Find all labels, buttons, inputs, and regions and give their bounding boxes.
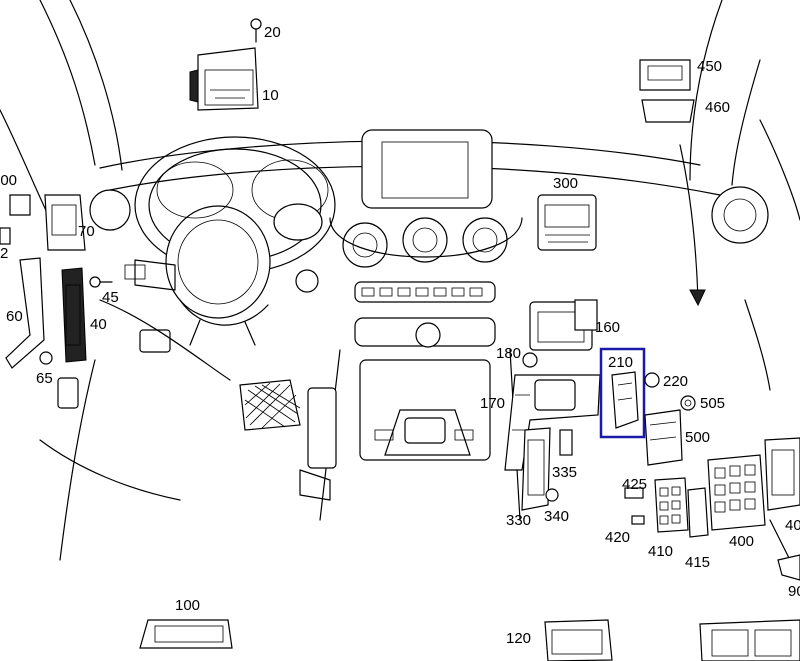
- pedals: [99, 259, 337, 501]
- callout-420: 420: [605, 529, 630, 546]
- callout-330: 330: [506, 512, 531, 529]
- callout-340: 340: [544, 508, 569, 525]
- callout-2: 2: [0, 245, 8, 262]
- callout-900: 900: [0, 172, 17, 189]
- center-display: [361, 129, 493, 209]
- module-500: [644, 409, 683, 466]
- callout-460: 460: [705, 99, 730, 116]
- center-console: [319, 281, 521, 521]
- module-160: [529, 299, 598, 351]
- callout-180: 180: [496, 345, 521, 362]
- nuts-220-505: [644, 372, 696, 411]
- callout-45: 45: [102, 289, 119, 306]
- callout-40-right: 40: [785, 517, 800, 534]
- callout-210: 210: [608, 354, 633, 371]
- steering-wheel: [134, 136, 336, 346]
- instrument-cluster: [156, 159, 329, 241]
- callout-500: 500: [685, 429, 710, 446]
- fuse-boxes: [624, 437, 800, 581]
- callout-505: 505: [700, 395, 725, 412]
- callout-170: 170: [480, 395, 505, 412]
- bracket-170: [504, 352, 601, 471]
- callout-labels: 20 10 450 460 900 70 300 2 45 60 40 160 …: [0, 24, 800, 647]
- callout-65: 65: [36, 370, 53, 387]
- callout-450: 450: [697, 58, 722, 75]
- center-vents: [89, 186, 769, 268]
- callout-10: 10: [262, 87, 279, 104]
- callout-425: 425: [622, 476, 647, 493]
- callout-20: 20: [264, 24, 281, 41]
- module-10: [189, 18, 262, 111]
- module-210[interactable]: [599, 347, 646, 439]
- callout-90: 90: [788, 583, 800, 600]
- left-components: [0, 194, 113, 409]
- module-300: [537, 194, 597, 251]
- callout-40: 40: [90, 316, 107, 333]
- module-450-460: [639, 59, 706, 307]
- bottom-modules: [139, 619, 800, 661]
- callout-100: 100: [175, 597, 200, 614]
- callout-70: 70: [78, 223, 95, 240]
- callout-220: 220: [663, 373, 688, 390]
- callout-335: 335: [552, 464, 577, 481]
- callout-300: 300: [553, 175, 578, 192]
- highlight-box-210: [599, 347, 646, 439]
- modules-330-340: [521, 427, 573, 511]
- callout-60: 60: [6, 308, 23, 325]
- callout-415: 415: [685, 554, 710, 571]
- callout-160: 160: [595, 319, 620, 336]
- callout-400: 400: [729, 533, 754, 550]
- callout-120: 120: [506, 630, 531, 647]
- callout-410: 410: [648, 543, 673, 560]
